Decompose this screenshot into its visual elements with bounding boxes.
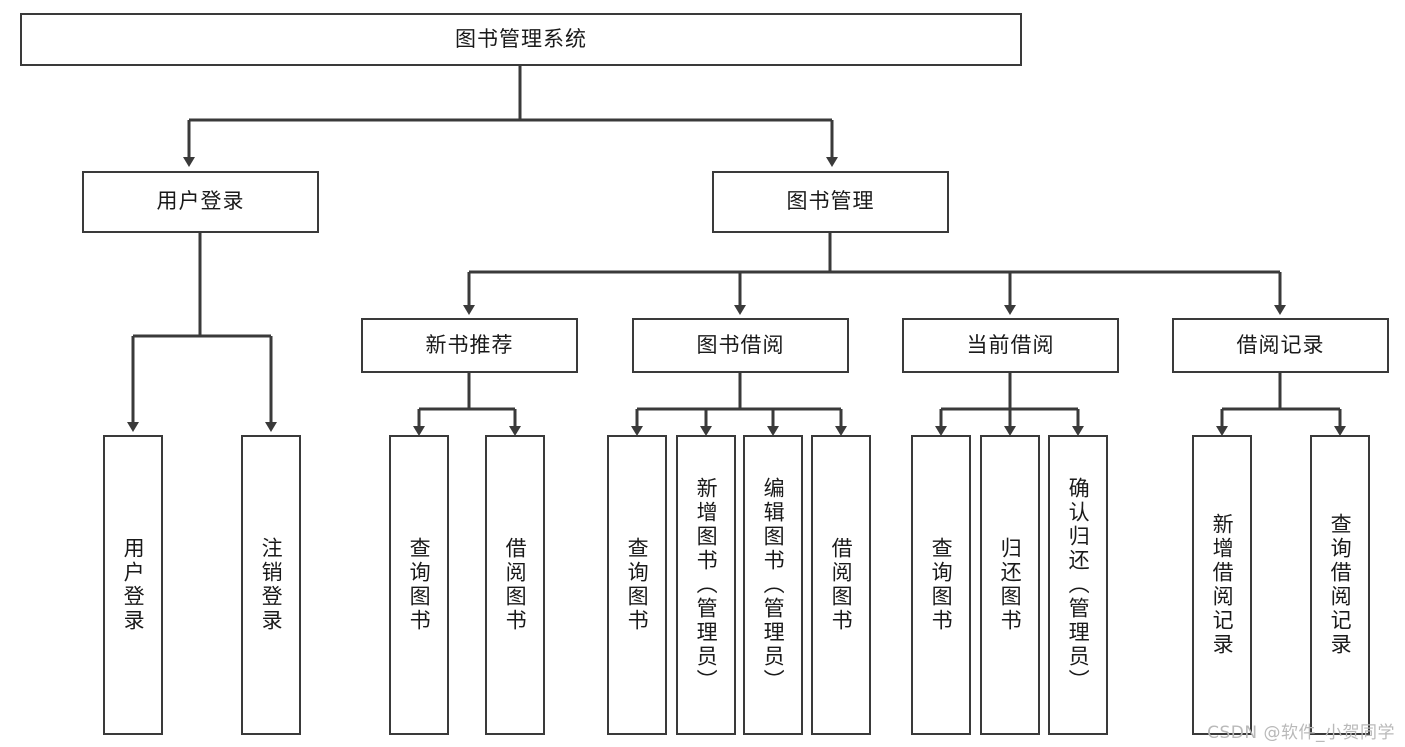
leaf-add-borrow-record-label: 新增借阅记录	[1210, 513, 1235, 657]
leaf-edit-book-admin[interactable]: 编辑图书（管理员）	[743, 435, 803, 735]
leaf-query-book-newbook-label: 查询图书	[407, 537, 432, 633]
leaf-query-book-borrow[interactable]: 查询图书	[607, 435, 667, 735]
leaf-borrow-book-newbook[interactable]: 借阅图书	[485, 435, 545, 735]
leaf-add-borrow-record[interactable]: 新增借阅记录	[1192, 435, 1252, 735]
leaf-user-login[interactable]: 用户登录	[103, 435, 163, 735]
leaf-user-login-label: 用户登录	[121, 537, 146, 633]
leaf-query-book-current-label: 查询图书	[929, 537, 954, 633]
node-root[interactable]: 图书管理系统	[20, 13, 1022, 66]
leaf-borrow-book[interactable]: 借阅图书	[811, 435, 871, 735]
leaf-add-book-admin-label: 新增图书（管理员）	[694, 477, 719, 693]
leaf-confirm-return-admin-label: 确认归还（管理员）	[1066, 477, 1091, 693]
leaf-return-book[interactable]: 归还图书	[980, 435, 1040, 735]
leaf-logout-label: 注销登录	[259, 537, 284, 633]
node-user-login-label: 用户登录	[156, 189, 245, 214]
node-book-management[interactable]: 图书管理	[712, 171, 949, 233]
leaf-add-book-admin[interactable]: 新增图书（管理员）	[676, 435, 736, 735]
leaf-query-borrow-record-label: 查询借阅记录	[1328, 513, 1353, 657]
node-new-book-recommend[interactable]: 新书推荐	[361, 318, 578, 373]
leaf-logout[interactable]: 注销登录	[241, 435, 301, 735]
leaf-query-book-borrow-label: 查询图书	[625, 537, 650, 633]
leaf-borrow-book-label: 借阅图书	[829, 537, 854, 633]
leaf-query-book-current[interactable]: 查询图书	[911, 435, 971, 735]
node-book-management-label: 图书管理	[786, 189, 875, 214]
node-book-borrow-label: 图书借阅	[696, 332, 785, 357]
leaf-edit-book-admin-label: 编辑图书（管理员）	[761, 477, 786, 693]
node-book-borrow[interactable]: 图书借阅	[632, 318, 849, 373]
leaf-borrow-book-newbook-label: 借阅图书	[503, 537, 528, 633]
node-borrow-records[interactable]: 借阅记录	[1172, 318, 1389, 373]
node-borrow-records-label: 借阅记录	[1236, 332, 1325, 357]
node-user-login[interactable]: 用户登录	[82, 171, 319, 233]
node-current-borrow[interactable]: 当前借阅	[902, 318, 1119, 373]
leaf-return-book-label: 归还图书	[998, 537, 1023, 633]
node-new-book-recommend-label: 新书推荐	[425, 332, 514, 357]
leaf-query-book-newbook[interactable]: 查询图书	[389, 435, 449, 735]
node-root-label: 图书管理系统	[455, 26, 587, 51]
watermark: CSDN @软件_小贺同学	[1207, 723, 1395, 743]
leaf-query-borrow-record[interactable]: 查询借阅记录	[1310, 435, 1370, 735]
node-current-borrow-label: 当前借阅	[966, 332, 1055, 357]
leaf-confirm-return-admin[interactable]: 确认归还（管理员）	[1048, 435, 1108, 735]
